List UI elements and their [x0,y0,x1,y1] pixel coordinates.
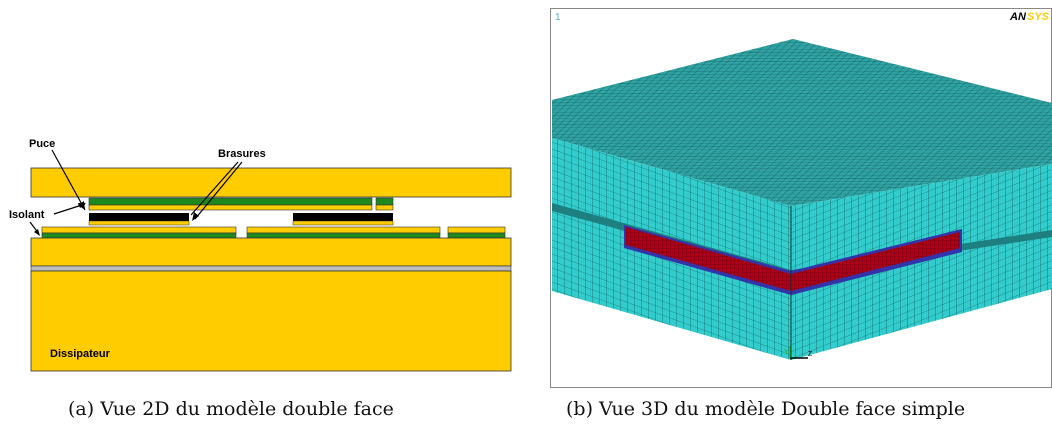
lower-substrate-1 [41,232,237,239]
corner-number: 1 [555,12,561,23]
lower-copper-3 [447,226,506,234]
isolant-arrowhead-2 [34,229,40,236]
lower-copper-1 [41,226,237,234]
svg-text:SYS: SYS [1027,11,1050,23]
axis-triad-icon: Y Z [784,346,813,359]
cross-section-diagram: Puce Brasures Isolant Dissipateur [9,138,512,372]
upper-copper-left [88,204,373,211]
top-copper-plate [30,167,512,198]
isolant-arrowhead-1 [78,203,86,208]
svg-text:Y: Y [784,349,789,356]
brasure-arrow-1 [190,161,239,216]
lower-substrate-2 [246,232,441,239]
solder-right [292,220,394,226]
upper-substrate-left [88,197,373,206]
chip-mesh-right [791,232,960,291]
thin-interface-layer [30,265,512,272]
upper-substrate-right [375,197,394,206]
base-plate [30,237,512,267]
puce-arrow [51,149,86,211]
isolant-label: Isolant [9,209,45,221]
brasure-arrowhead [192,212,199,221]
puce-label: Puce [29,138,55,150]
mesh-render: Y Z 1 AN SYS [550,8,1052,388]
ansys-logo: AN SYS [1009,11,1050,23]
caption-b: (b) Vue 3D du modèle Double face simple [566,398,966,420]
lower-copper-2 [246,226,441,234]
upper-copper-right [375,204,394,211]
brasure-arrow-2 [194,161,243,220]
svg-text:AN: AN [1009,11,1027,23]
mesh-top-face [552,39,1052,206]
lower-substrate-3 [447,232,506,239]
dissipateur-label: Dissipateur [50,348,111,360]
chip-left [89,213,189,221]
panel-2d-view: Puce Brasures Isolant Dissipateur [0,0,530,400]
panel-3d-view: Y Z 1 AN SYS [550,8,1052,388]
brasures-label: Brasures [218,148,266,160]
chip-right [293,213,393,221]
solder-left [88,220,190,226]
svg-text:Z: Z [808,351,813,358]
caption-a: (a) Vue 2D du modèle double face [68,398,394,420]
heatsink [30,270,512,372]
chip-mesh-left [626,227,791,291]
